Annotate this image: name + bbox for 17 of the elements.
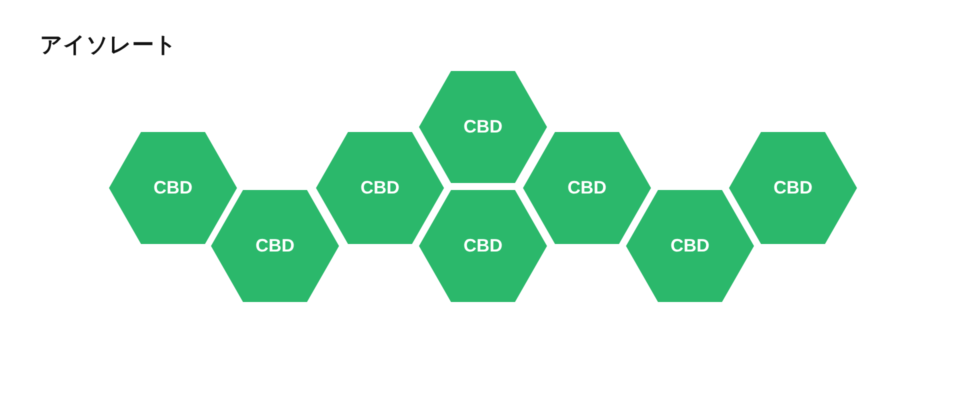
hexagon <box>211 190 339 302</box>
hexagon-label: CBD <box>464 116 502 138</box>
hexagon-label: CBD <box>568 178 606 198</box>
hexagon <box>419 190 547 302</box>
hexagon <box>109 132 237 244</box>
hexagon-label: CBD <box>154 178 192 198</box>
hexagon <box>316 132 444 244</box>
hexagon-label: CBD <box>360 178 400 198</box>
hexagon-label: CBD <box>774 178 812 198</box>
hexagon-label: CBD <box>256 236 294 256</box>
hexagon <box>729 132 857 244</box>
hexagon <box>419 71 547 183</box>
hexagon-label: CBD <box>464 236 502 256</box>
hexagon-label: CBD <box>670 236 710 256</box>
hexagon <box>523 132 651 244</box>
hexagon <box>626 190 754 302</box>
diagram-title: アイソレート <box>40 32 177 60</box>
